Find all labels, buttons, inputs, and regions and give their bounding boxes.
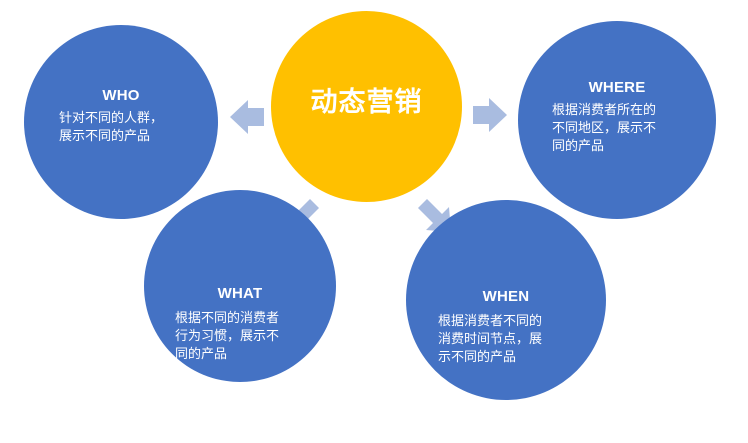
- arrow-right-icon: [473, 98, 507, 132]
- who-node: WHO 针对不同的人群， 展示不同的产品: [24, 25, 218, 219]
- what-node: WHAT 根据不同的消费者 行为习惯，展示不 同的产品: [144, 190, 336, 382]
- when-node: WHEN 根据消费者不同的 消费时间节点，展 示不同的产品: [406, 200, 606, 400]
- center-node: 动态营销: [271, 11, 462, 202]
- when-title: WHEN: [482, 288, 530, 305]
- center-title: 动态营销: [310, 87, 423, 118]
- where-title: WHERE: [588, 79, 646, 96]
- who-description: 针对不同的人群， 展示不同的产品: [59, 111, 164, 144]
- where-description: 根据消费者所在的 不同地区，展示不 同的产品: [552, 103, 657, 154]
- who-title: WHO: [102, 87, 140, 104]
- arrow-left-icon: [230, 100, 264, 134]
- when-description: 根据消费者不同的 消费时间节点，展 示不同的产品: [438, 314, 543, 365]
- what-description: 根据不同的消费者 行为习惯，展示不 同的产品: [175, 311, 280, 362]
- what-title: WHAT: [217, 285, 263, 302]
- arrow-left-shape: [230, 100, 264, 134]
- arrow-right-shape: [473, 98, 507, 132]
- where-node: WHERE 根据消费者所在的 不同地区，展示不 同的产品: [518, 21, 716, 219]
